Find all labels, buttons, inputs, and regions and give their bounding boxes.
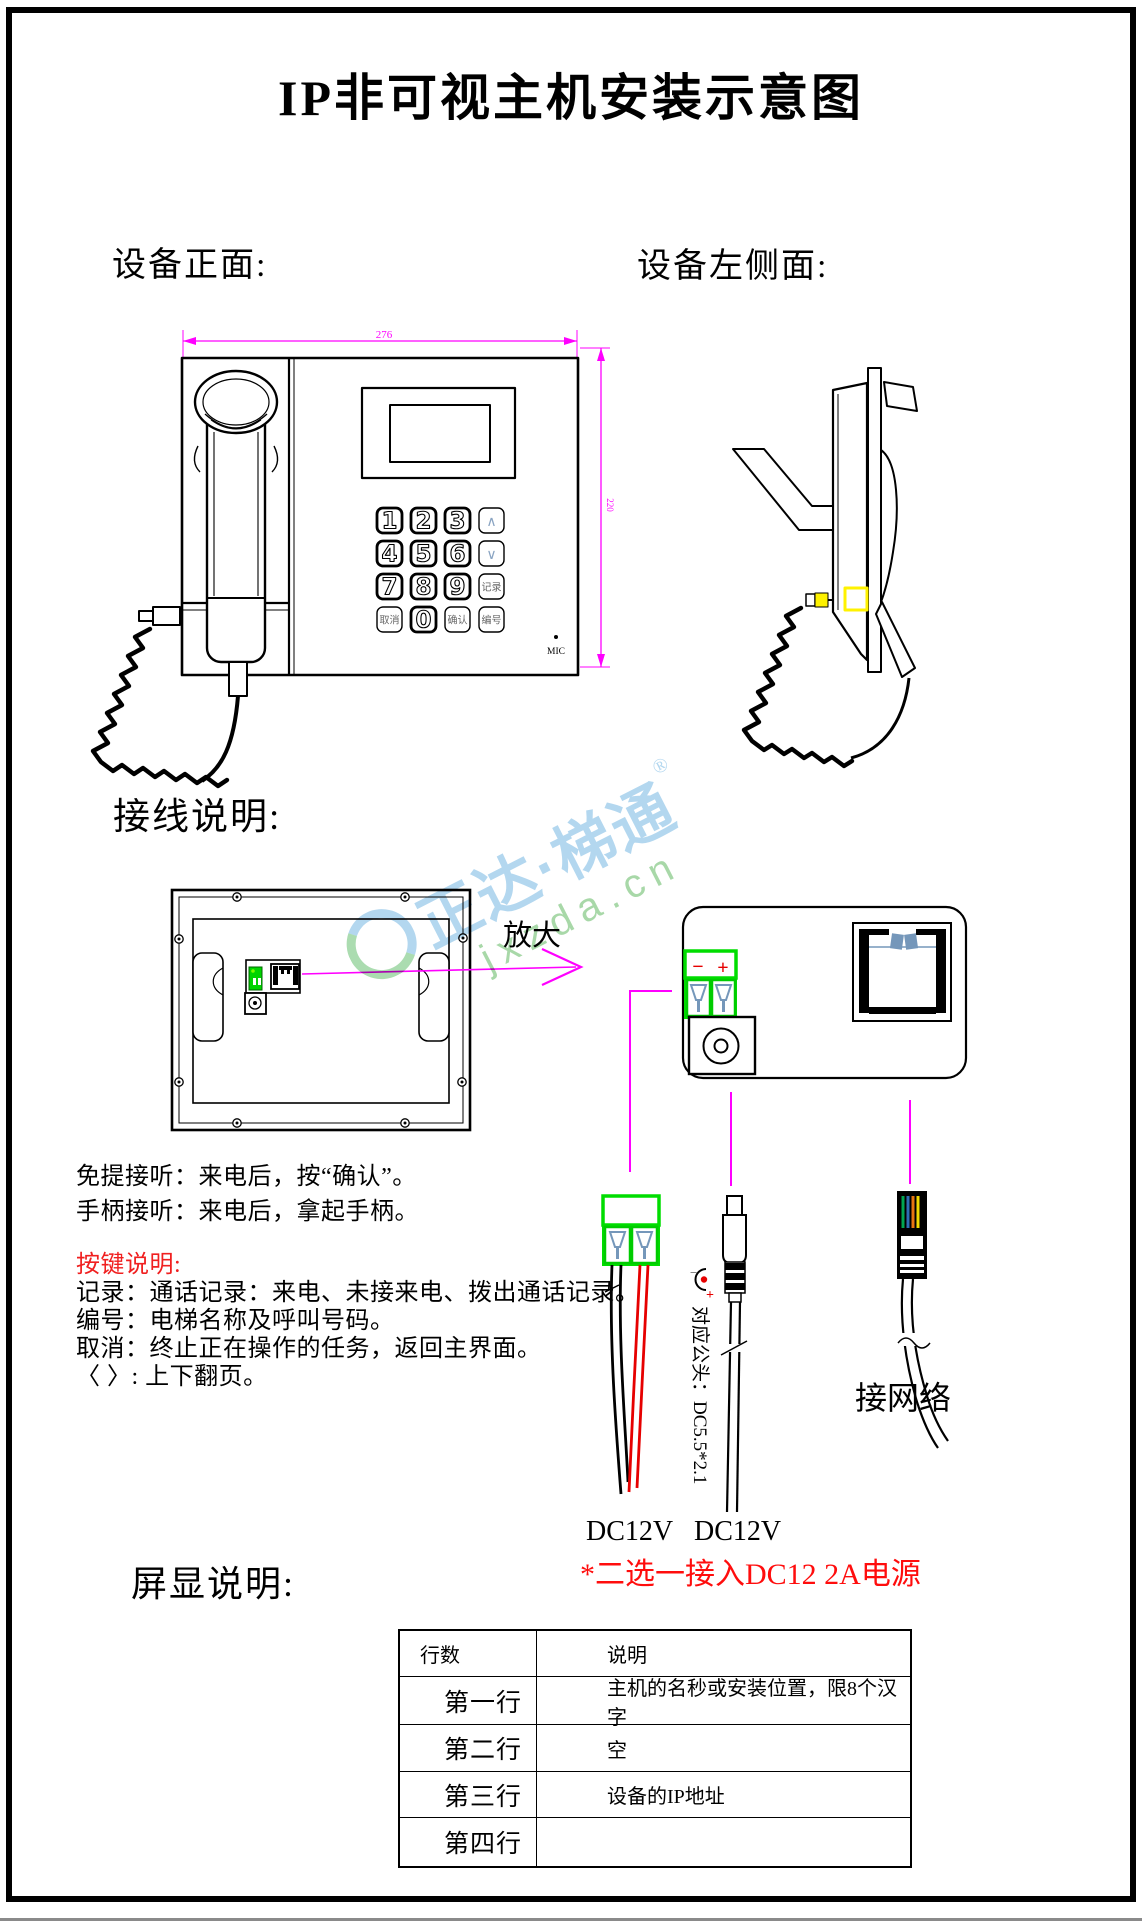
key-2: 2: [415, 509, 431, 535]
power-terminal-detail: − +: [683, 949, 738, 1019]
front-view-label: 设备正面:: [112, 247, 268, 284]
key-1: 1: [381, 509, 397, 535]
table-row-desc: 主机的名秒或安装位置，限8个汉字: [537, 1677, 910, 1729]
zoom-arrow-icon: [541, 948, 584, 986]
mic-label: MIC: [547, 647, 565, 657]
terminal-plus-label: +: [717, 957, 728, 979]
instruction-cancel: 取消：终止正在操作的任务，返回主界面。: [76, 1336, 542, 1362]
side-back-plate: [867, 367, 882, 673]
red-wire: [627, 1264, 642, 1493]
table-row-label: 第一行: [400, 1677, 537, 1725]
power-note: *二选一接入DC12 2A电源: [580, 1558, 921, 1591]
key-0: 0: [415, 608, 431, 634]
black-wire: [609, 1264, 623, 1495]
handset-side-profile: [880, 449, 898, 603]
key-confirm: 确认: [448, 614, 468, 627]
network-cable: [900, 1278, 939, 1449]
table-row-label: 第四行: [400, 1818, 537, 1866]
table-row-desc: 设备的IP地址: [537, 1772, 910, 1818]
key-cancel: 取消: [380, 614, 400, 627]
coiled-cord-side: [741, 605, 855, 769]
zoom-leader-line: [301, 966, 577, 975]
wiring-section-label: 接线说明:: [113, 797, 282, 838]
key-9: 9: [449, 575, 465, 601]
front-height-dimension: 220: [605, 498, 615, 512]
page-title: IP非可视主机安装示意图: [278, 70, 864, 126]
instruction-handsfree: 免提接听：来电后，按“确认”。: [76, 1164, 417, 1190]
table-row-label: 第二行: [400, 1725, 537, 1772]
screen-section-label: 屏显说明:: [131, 1564, 296, 1604]
page-border: [6, 7, 1136, 1902]
male-plug-note: 对应公头：DC5.5*2.1: [689, 1306, 710, 1485]
keys-heading: 按键说明:: [76, 1252, 182, 1278]
key-4: 4: [381, 542, 397, 568]
svg-text:+: +: [706, 1288, 714, 1303]
handset-cord: [200, 695, 240, 783]
connector-module: [244, 959, 301, 1015]
side-device-body: [831, 381, 869, 662]
scan-edge-line: [0, 1918, 1142, 1921]
rj45-jack-detail: [852, 922, 952, 1022]
table-header-desc: 说明: [537, 1631, 910, 1677]
front-width-dimension: 276: [376, 329, 393, 341]
front-view-diagram: 276 220: [90, 329, 615, 789]
key-number: 编号: [482, 614, 502, 627]
key-record: 记录: [482, 582, 502, 594]
side-port-highlight: [843, 586, 869, 612]
mount-bracket-right: [418, 952, 450, 1042]
instruction-record: 记录：通话记录：来电、未接来电、拨出通话记录。: [76, 1280, 640, 1306]
side-view-diagram: [732, 367, 918, 769]
instruction-handset: 手柄接听：来电后，拿起手柄。: [76, 1199, 419, 1225]
terminal-minus-label: −: [692, 956, 703, 978]
table-row-desc: [537, 1818, 910, 1866]
table-row-desc: 空: [537, 1725, 910, 1772]
table-row-label: 第三行: [400, 1772, 537, 1818]
handset-cord-plug: [228, 661, 248, 697]
rj45-network-plug: [897, 1191, 949, 1449]
dc12v-label-left: DC12V: [586, 1516, 674, 1547]
svg-text:−: −: [690, 1265, 697, 1280]
dc-jack-detail: [687, 1015, 757, 1076]
zoom-label: 放大: [503, 920, 562, 952]
keypad: 1 2 3 ∧ 4 5 6 ∨ 7 8 9 记录 取消 0 确认 编号: [375, 506, 505, 634]
key-7: 7: [381, 575, 397, 601]
handset-hook: [732, 448, 834, 531]
dc-cable: [725, 1301, 733, 1513]
back-view-diagram: [170, 888, 584, 1132]
wiring-detail-panel: − +: [629, 905, 968, 1186]
leader-terminal: [629, 990, 672, 1172]
side-view-label: 设备左侧面:: [637, 248, 829, 285]
key-8: 8: [415, 575, 431, 601]
key-5: 5: [415, 542, 431, 568]
dc-power-plug: − +: [690, 1195, 748, 1513]
display-screen: [389, 404, 491, 463]
table-header-line: 行数: [400, 1631, 537, 1677]
instruction-paging: 〈 〉: 上下翻页。: [76, 1364, 268, 1390]
side-jack-highlight: [814, 592, 829, 608]
mount-bracket-left: [192, 952, 224, 1042]
coiled-cord-front: [90, 626, 230, 789]
key-3: 3: [449, 509, 465, 535]
key-down-icon: ∨: [486, 548, 496, 563]
handset-front: [193, 369, 279, 664]
screen-description-table: 行数 说明 第一行 主机的名秒或安装位置，限8个汉字 第二行 空 第三行 设备的…: [398, 1629, 912, 1868]
network-label: 接网络: [855, 1380, 952, 1416]
instruction-number: 编号：电梯名称及呼叫号码。: [76, 1308, 395, 1334]
polarity-symbol-icon: − +: [690, 1265, 714, 1303]
dc12v-label-right: DC12V: [694, 1516, 782, 1547]
power-terminal-plug: [601, 1194, 661, 1495]
audio-jack-plug: [152, 606, 181, 626]
key-up-icon: ∧: [486, 515, 496, 530]
key-6: 6: [449, 542, 465, 568]
